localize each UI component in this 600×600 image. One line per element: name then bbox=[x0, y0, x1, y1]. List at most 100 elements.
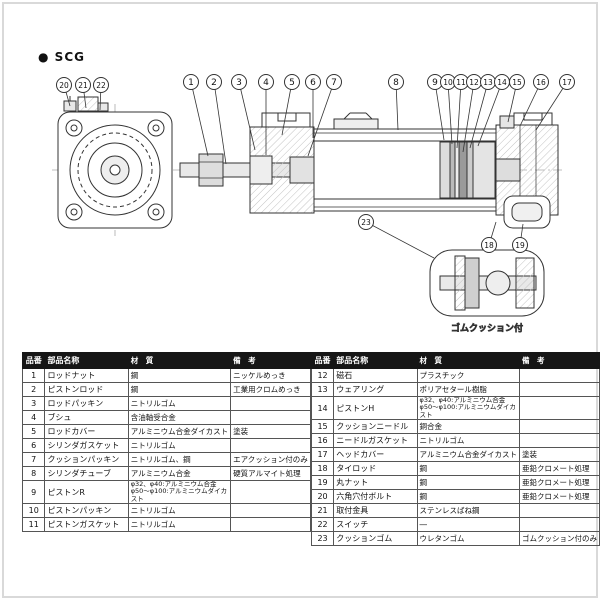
table-cell-material: アルミニウム合金ダイカスト bbox=[127, 424, 232, 439]
table-cell-material: 含油軸受合金 bbox=[127, 410, 232, 425]
callout-number: 15 bbox=[512, 78, 522, 87]
table-cell-name: 丸ナット bbox=[333, 475, 418, 491]
table-cell-note bbox=[230, 517, 311, 533]
table-cell-material: ニトリルゴム、鋼 bbox=[127, 452, 232, 467]
table-cell-note: 亜鉛クロメート処理 bbox=[518, 489, 600, 505]
table-cell-no: 12 bbox=[310, 368, 335, 383]
table-cell-name: 六角穴付ボルト bbox=[333, 489, 418, 505]
callout-number: 16 bbox=[536, 78, 546, 87]
callout-leader-line bbox=[447, 81, 453, 145]
table-cell-name: ヘッドカバー bbox=[333, 447, 418, 463]
callout-number: 11 bbox=[456, 78, 466, 87]
table-header-row: 品番 部品名称 材 質 備 考 bbox=[310, 352, 600, 369]
callout-balloon bbox=[559, 74, 575, 90]
callout-number: 4 bbox=[263, 78, 269, 88]
series-label-text: SCG bbox=[54, 50, 85, 64]
switch-bracket bbox=[333, 112, 379, 130]
callout-number: 9 bbox=[432, 78, 438, 88]
table-cell-note bbox=[230, 438, 311, 453]
callout-leader-line bbox=[469, 81, 489, 149]
piston-h bbox=[472, 141, 496, 199]
callout-number: 20 bbox=[59, 81, 69, 90]
col-header-part-name: 部品名称 bbox=[44, 352, 129, 369]
piston-assembly bbox=[439, 141, 496, 199]
callout-leader-line bbox=[281, 81, 293, 136]
table-cell-name: ロッドパッキン bbox=[44, 396, 129, 411]
callout-number: 8 bbox=[393, 78, 399, 88]
rod-cover bbox=[249, 112, 315, 214]
table-cell-name: ブシュ bbox=[44, 410, 129, 425]
callout-number: 5 bbox=[289, 78, 295, 88]
callout-balloon bbox=[75, 77, 91, 93]
table-cell-name: ピストンパッキン bbox=[44, 503, 129, 519]
callout-leader-line bbox=[365, 221, 435, 259]
bullet-icon: ● bbox=[38, 50, 50, 64]
callout-leader-line bbox=[307, 81, 335, 157]
table-cell-note bbox=[230, 479, 311, 505]
table-cell-name: クッションニードル bbox=[333, 419, 418, 435]
callout-leader-line bbox=[477, 81, 503, 147]
callout-number: 23 bbox=[361, 218, 371, 227]
callout-number: 10 bbox=[443, 78, 453, 87]
table-cell-name: ピストンロッド bbox=[44, 382, 129, 397]
table-cell-note bbox=[230, 503, 311, 519]
cushion-boss bbox=[495, 158, 521, 182]
table-cell-note bbox=[518, 433, 600, 449]
callout-balloon bbox=[231, 74, 247, 90]
series-label: ● SCG bbox=[38, 50, 85, 64]
callout-balloon bbox=[284, 74, 300, 90]
table-cell-no: 19 bbox=[310, 475, 335, 491]
callout-balloon bbox=[358, 214, 374, 230]
callout-balloon bbox=[258, 74, 274, 90]
callout-number: 18 bbox=[484, 241, 494, 250]
callout-number: 14 bbox=[497, 78, 507, 87]
table-cell-no: 23 bbox=[310, 531, 335, 547]
bush bbox=[249, 155, 273, 185]
table-cell-name: クッションゴム bbox=[333, 531, 418, 547]
callout-number: 19 bbox=[515, 241, 525, 250]
callout-balloon bbox=[326, 74, 342, 90]
table-cell-note bbox=[230, 396, 311, 411]
table-cell-no: 9 bbox=[21, 479, 46, 505]
table-cell-no: 18 bbox=[310, 461, 335, 477]
table-cell-name: 磁石 bbox=[333, 368, 418, 383]
piston-r bbox=[439, 141, 451, 199]
table-cell-material: 鋼 bbox=[416, 475, 520, 491]
table-cell-no: 6 bbox=[21, 438, 46, 453]
table-cell-material: アルミニウム合金ダイカスト bbox=[416, 447, 520, 463]
col-header-part-no: 品番 bbox=[21, 352, 46, 369]
callout-balloon bbox=[388, 74, 404, 90]
callout-number: 3 bbox=[236, 78, 242, 88]
table-cell-material: 銅合金 bbox=[416, 419, 520, 435]
callout-number: 12 bbox=[469, 78, 479, 87]
table-cell-no: 14 bbox=[310, 395, 335, 421]
callout-leader-line bbox=[462, 81, 475, 153]
table-cell-name: ロッドナット bbox=[44, 368, 129, 383]
head-cover bbox=[495, 112, 559, 229]
table-cell-note: 硬質アルマイト処理 bbox=[230, 466, 311, 481]
callout-leader-line bbox=[238, 81, 256, 151]
table-cell-material: ポリアセタール樹脂 bbox=[416, 382, 520, 397]
table-cell-material: 鋼 bbox=[127, 382, 232, 397]
table-cell-material: アルミニウム合金 bbox=[127, 466, 232, 481]
detail-view-label: ゴムクッション付 bbox=[451, 322, 523, 334]
table-cell-note: 亜鉛クロメート処理 bbox=[518, 475, 600, 491]
table-cell-name: クッションパッキン bbox=[44, 452, 129, 467]
front-view bbox=[57, 96, 173, 229]
table-cell-note: ゴムクッション付のみ bbox=[518, 531, 600, 547]
callout-leader-line bbox=[190, 81, 209, 157]
callout-leader-line bbox=[395, 81, 399, 131]
table-cell-no: 5 bbox=[21, 424, 46, 439]
